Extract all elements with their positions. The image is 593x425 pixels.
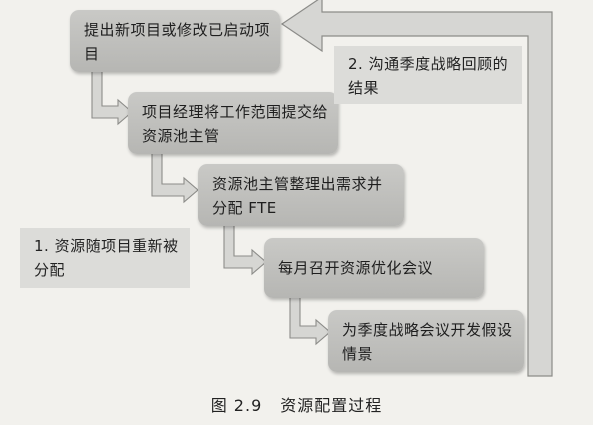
- figure-caption: 图 2.9 资源配置过程: [0, 392, 593, 416]
- note-1-text: 1. 资源随项目重新被分配: [34, 237, 179, 279]
- step-4-text: 每月召开资源优化会议: [278, 259, 434, 277]
- step-2-text: 项目经理将工作范围提交给资源池主管: [142, 103, 329, 145]
- step-4-box: 每月召开资源优化会议: [264, 238, 484, 298]
- connector-4-5: [289, 295, 331, 346]
- step-1-box: 提出新项目或修改已启动项目: [70, 10, 280, 72]
- figure-title: 资源配置过程: [280, 396, 383, 415]
- connector-1-2: [91, 67, 133, 126]
- note-2-text: 2. 沟通季度战略回顾的结果: [348, 55, 509, 97]
- step-3-box: 资源池主管整理出需求并分配 FTE: [198, 164, 404, 226]
- step-1-text: 提出新项目或修改已启动项目: [84, 21, 271, 63]
- note-reassign: 1. 资源随项目重新被分配: [20, 228, 190, 288]
- step-3-text: 资源池主管整理出需求并分配 FTE: [212, 175, 383, 217]
- return-arrow: [280, 0, 553, 377]
- step-5-text: 为季度战略会议开发假设情景: [342, 321, 513, 363]
- note-communicate: 2. 沟通季度战略回顾的结果: [334, 46, 522, 104]
- connector-3-4: [223, 221, 267, 276]
- step-5-box: 为季度战略会议开发假设情景: [328, 310, 524, 372]
- figure-number: 图 2.9: [210, 396, 263, 415]
- step-2-box: 项目经理将工作范围提交给资源池主管: [128, 92, 338, 154]
- connector-2-3: [151, 149, 199, 204]
